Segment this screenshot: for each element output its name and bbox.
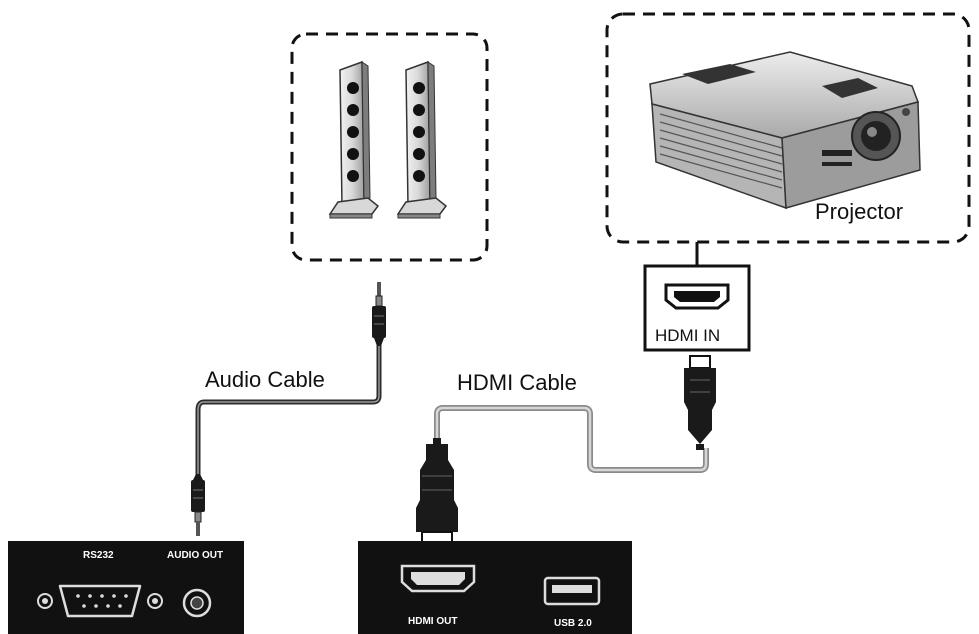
- rs232-audio-panel: RS232 AUDIO OUT: [8, 541, 244, 634]
- audio-out-label: AUDIO OUT: [167, 550, 223, 561]
- projector-icon: [649, 51, 921, 210]
- rs232-label: RS232: [83, 550, 114, 561]
- audio-cable: Audio Cable: [191, 282, 386, 536]
- rs232-port-icon: [37, 584, 163, 618]
- hdmi-cable: HDMI Cable: [416, 355, 716, 545]
- speaker-right-icon: [396, 60, 448, 219]
- audio-cable-label: Audio Cable: [205, 367, 325, 392]
- hdmi-out-port-icon: [400, 564, 476, 593]
- hdmi-usb-panel: HDMI OUT USB 2.0: [358, 541, 632, 634]
- projector-group: Projector: [605, 12, 971, 244]
- hdmi-in-port-box: HDMI IN: [643, 264, 751, 352]
- audio-out-jack-icon: [182, 588, 212, 618]
- hdmi-plug-top-icon: [684, 355, 716, 450]
- usb-label: USB 2.0: [554, 618, 592, 629]
- hdmi-port-icon: [664, 283, 730, 310]
- audio-plug-top-icon: [372, 282, 386, 346]
- projector-dashed-frame: [605, 12, 971, 244]
- speakers-group: [290, 32, 489, 262]
- usb-port-icon: [543, 576, 601, 606]
- hdmi-in-label: HDMI IN: [655, 326, 720, 345]
- hdmi-out-label: HDMI OUT: [408, 616, 457, 627]
- speakers-dashed-frame: [290, 32, 489, 262]
- projector-label: Projector: [815, 199, 903, 224]
- speaker-left-icon: [328, 60, 380, 219]
- hdmi-plug-bottom-icon: [416, 438, 458, 545]
- audio-plug-bottom-icon: [191, 474, 205, 536]
- hdmi-cable-label: HDMI Cable: [457, 370, 577, 395]
